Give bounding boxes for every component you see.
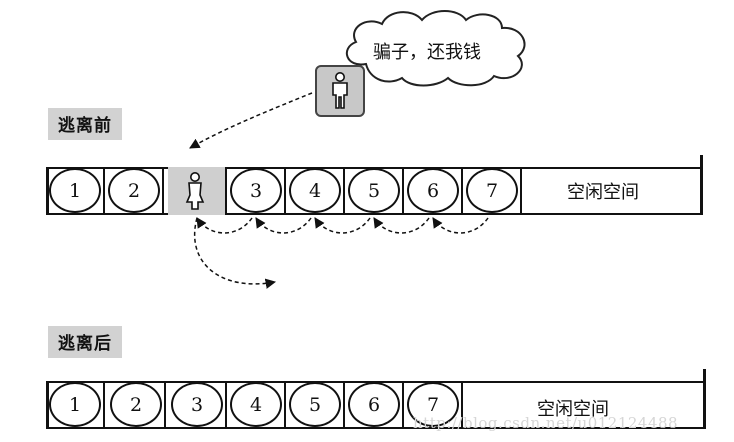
slot-number: 7 bbox=[407, 382, 459, 427]
slot-4: 4 bbox=[286, 167, 345, 215]
escaping-person-box bbox=[315, 65, 365, 117]
slot-person bbox=[168, 167, 227, 215]
slot-number: 7 bbox=[466, 168, 518, 213]
slot-2: 2 bbox=[107, 381, 166, 429]
shift-arrow-3 bbox=[196, 217, 253, 234]
slot-number: 4 bbox=[289, 168, 341, 213]
before-label: 逃离前 bbox=[48, 108, 122, 140]
row-end-edge bbox=[703, 369, 706, 429]
slot-number: 3 bbox=[171, 382, 223, 427]
slot-3: 3 bbox=[227, 167, 286, 215]
slot-5: 5 bbox=[286, 381, 345, 429]
slot-number: 3 bbox=[230, 168, 282, 213]
row-bottom-edge bbox=[46, 213, 703, 215]
shift-arrow-4 bbox=[255, 217, 312, 234]
slot-6: 6 bbox=[345, 381, 404, 429]
slot-4: 4 bbox=[227, 381, 286, 429]
slot-number: 5 bbox=[289, 382, 341, 427]
slot-1: 1 bbox=[46, 381, 105, 429]
memory-row-after: 1 2 3 4 5 6 7 bbox=[46, 369, 706, 429]
person-icon bbox=[185, 172, 205, 210]
slot-number: 4 bbox=[230, 382, 282, 427]
slot-1: 1 bbox=[46, 167, 105, 215]
row-bottom-edge bbox=[46, 427, 706, 429]
slot-number: 5 bbox=[348, 168, 400, 213]
slot-7: 7 bbox=[404, 381, 463, 429]
speech-text: 骗子，还我钱 bbox=[373, 42, 481, 63]
slot-5: 5 bbox=[345, 167, 404, 215]
escape-arrow bbox=[189, 92, 313, 149]
memory-row-before: 1 2 3 4 5 6 7 bbox=[46, 155, 703, 215]
slot-2: 2 bbox=[105, 167, 164, 215]
row-start-edge bbox=[46, 381, 49, 429]
slot-6: 6 bbox=[404, 167, 463, 215]
watermark: http://blog.csdn.net/u012124488 bbox=[413, 414, 679, 432]
row-end-edge bbox=[700, 155, 703, 215]
row-start-edge bbox=[46, 167, 49, 215]
free-arrow bbox=[193, 217, 277, 289]
shift-arrow-6 bbox=[373, 217, 430, 234]
slot-number: 6 bbox=[407, 168, 459, 213]
slot-number: 1 bbox=[49, 382, 101, 427]
shift-arrow-5 bbox=[314, 217, 371, 234]
slot-number: 6 bbox=[348, 382, 400, 427]
slot-number: 2 bbox=[110, 382, 162, 427]
free-space-label-before: 空闲空间 bbox=[567, 182, 639, 203]
slot-7: 7 bbox=[463, 167, 522, 215]
shift-arrow-7 bbox=[432, 217, 489, 234]
slot-number: 2 bbox=[108, 168, 160, 213]
slot-3: 3 bbox=[168, 381, 227, 429]
after-label: 逃离后 bbox=[48, 326, 122, 358]
slot-number: 1 bbox=[49, 168, 101, 213]
person-icon bbox=[332, 72, 348, 109]
free-space-label-after: 空闲空间 bbox=[537, 399, 609, 420]
